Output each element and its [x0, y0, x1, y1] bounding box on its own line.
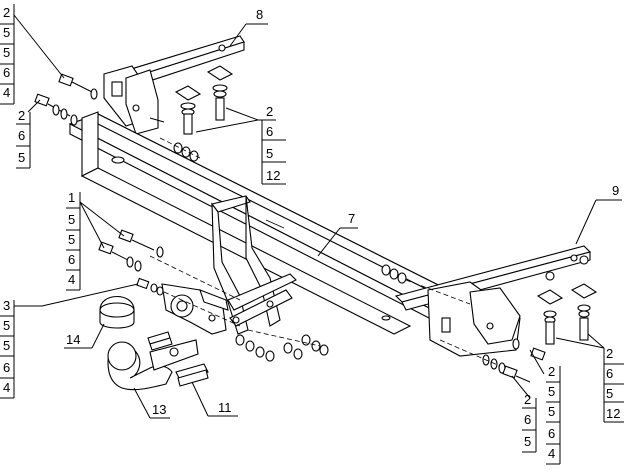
callout-item: 4 [548, 446, 555, 461]
retaining-clip-11 [147, 331, 209, 387]
callout-item: 4 [3, 380, 10, 395]
part-label-14: 14 [66, 332, 80, 347]
tow-ball-13 [107, 339, 199, 391]
callout-item: 2 [524, 392, 531, 407]
callout-item: 5 [606, 386, 613, 401]
callout-stack-left-top: 2 5 5 6 4 [0, 4, 15, 105]
callout-item: 2 [18, 108, 25, 123]
right-side-bracket-9 [394, 245, 592, 357]
callout-item: 2 [548, 364, 555, 379]
fasteners-right-top [381, 264, 471, 305]
callout-item: 6 [68, 252, 75, 267]
fasteners-left-lower [98, 229, 241, 327]
ball-mount-socket-plate [161, 283, 229, 335]
part-label-13: 13 [152, 402, 166, 417]
fasteners-center-top [159, 65, 234, 162]
callout-stack-center-top: 2 6 5 12 [261, 104, 286, 185]
fasteners-right-lower [439, 338, 546, 383]
callout-stack-left-mid: 2 6 5 [16, 108, 31, 169]
callout-item: 1 [68, 190, 75, 205]
callout-item: 4 [3, 85, 10, 100]
callout-item: 5 [548, 384, 555, 399]
callout-item: 6 [266, 124, 273, 139]
callout-stack-left-lower: 1 5 5 6 4 [66, 190, 81, 291]
callout-item: 2 [266, 104, 273, 119]
fasteners-center-bottom [235, 329, 329, 362]
callout-item: 2 [3, 5, 10, 20]
part-label-9: 9 [612, 183, 619, 198]
callout-item: 5 [266, 146, 273, 161]
ball-cap-14 [99, 296, 135, 329]
callout-item: 6 [18, 128, 25, 143]
callout-item: 6 [3, 360, 10, 375]
callout-stack-bottom-right: 2 5 5 6 4 [546, 364, 561, 465]
callout-item: 3 [3, 298, 10, 313]
callout-item: 5 [548, 404, 555, 419]
fasteners-right-vertical [536, 255, 598, 345]
callout-stack-right: 2 6 5 12 [603, 346, 624, 423]
leader-lines [13, 14, 622, 419]
callout-item: 5 [18, 150, 25, 165]
callout-item: 5 [524, 434, 531, 449]
callout-item: 6 [3, 65, 10, 80]
callout-item: 12 [606, 406, 620, 421]
callout-stack-ball: 3 5 5 6 4 [0, 298, 15, 399]
center-hanger-bracket [211, 195, 297, 335]
callout-item: 12 [266, 168, 280, 183]
callout-item: 5 [68, 212, 75, 227]
callout-item: 5 [3, 25, 10, 40]
callout-item: 5 [3, 45, 10, 60]
fasteners-left-top [34, 73, 98, 126]
callout-stack-bottom-center: 2 6 5 [522, 392, 537, 453]
part-label-11: 11 [218, 400, 232, 415]
part-label-7: 7 [348, 211, 355, 226]
callout-item: 6 [606, 366, 613, 381]
callout-item: 4 [68, 272, 75, 287]
part-label-8: 8 [256, 7, 263, 22]
callout-item: 5 [3, 338, 10, 353]
callout-item: 6 [548, 426, 555, 441]
callout-item: 5 [3, 318, 10, 333]
callout-item: 2 [606, 346, 613, 361]
callout-item: 5 [68, 232, 75, 247]
left-side-bracket-8 [103, 35, 245, 135]
callout-item: 6 [524, 412, 531, 427]
